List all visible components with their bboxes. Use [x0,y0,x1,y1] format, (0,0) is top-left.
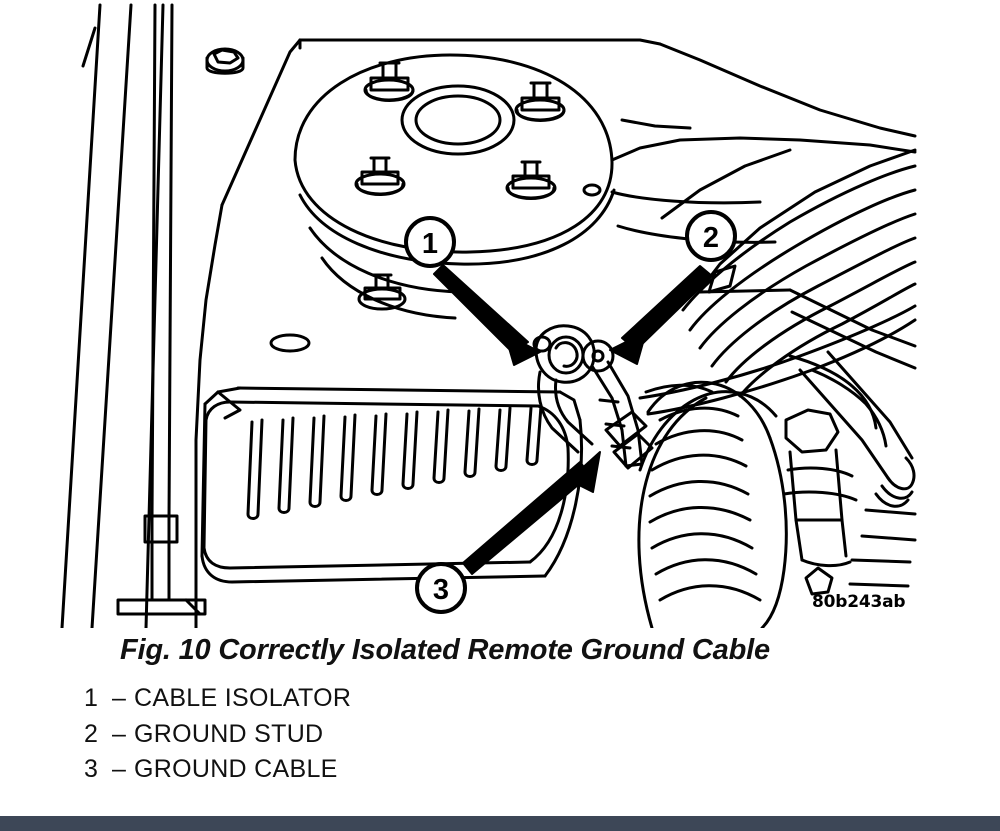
svg-text:1: 1 [422,228,438,260]
ground-stud-isolator-assembly [532,324,644,468]
lower-fender-bolt [357,273,407,311]
figure-illustration: 1 2 3 80b243ab [60,3,917,628]
fender-bolt [205,47,245,75]
ground-stud [581,339,615,373]
strut-mount-nut-bottom-left [354,156,406,196]
battery-heat-shield [200,386,583,584]
fender-edge-lines [60,3,165,628]
strut-tower [269,53,616,353]
figure-caption-block: Fig. 10 Correctly Isolated Remote Ground… [0,634,1000,788]
cowl-panel [610,42,917,244]
callout-1-arrow-head [504,333,541,366]
legend-label: GROUND CABLE [134,755,338,783]
heat-shield-ribs [246,404,543,520]
legend-dash: – [112,719,126,748]
figure-title: Fig. 10 Correctly Isolated Remote Ground… [120,634,770,666]
figure-legend-list: 1 – CABLE ISOLATOR 2 – GROUND STUD 3 – G… [0,681,1000,788]
svg-text:2: 2 [703,222,719,254]
callout-bubble-1: 1 [404,216,456,268]
callout-arrows [433,264,713,575]
bottom-chrome-bar [0,816,1000,831]
callout-bubble-2: 2 [685,210,737,262]
legend-item-1: 1 – CABLE ISOLATOR [84,681,1000,717]
strut-hub-inner [414,94,502,146]
legend-label: GROUND STUD [134,719,324,748]
strut-hub-outer [400,84,516,156]
legend-label: CABLE ISOLATOR [134,684,352,712]
coolant-pipe [698,288,917,508]
panel-dimple [269,333,311,353]
engine-cover [638,148,917,448]
strut-mount-nut-top-right [514,81,566,122]
engine-bracket [782,408,917,596]
legend-item-2: 2 – GROUND STUD [84,717,1000,753]
figure-id-code: 80b243ab [812,592,906,612]
callout-bubbles: 1 2 3 [404,210,737,614]
callout-2-arrow-head [609,331,647,365]
strut-dimple [582,183,602,197]
strut-mount-nut-top-left [363,61,415,102]
legend-number: 1 [84,684,98,712]
hood-prop-rod [116,3,207,616]
legend-number: 2 [84,719,98,748]
callout-3-arrow-head [568,451,601,493]
svg-text:3: 3 [433,574,449,606]
strut-mount-nut-bottom-right [505,160,557,200]
engine-compartment-line-drawing: 1 2 3 [60,3,917,628]
legend-dash: – [112,684,126,712]
legend-dash: – [112,755,126,783]
legend-item-3: 3 – GROUND CABLE [84,752,1000,788]
inner-fender-panel [194,38,662,628]
callout-bubble-3: 3 [415,562,467,614]
air-intake-hose [604,380,788,628]
legend-number: 3 [84,755,98,783]
